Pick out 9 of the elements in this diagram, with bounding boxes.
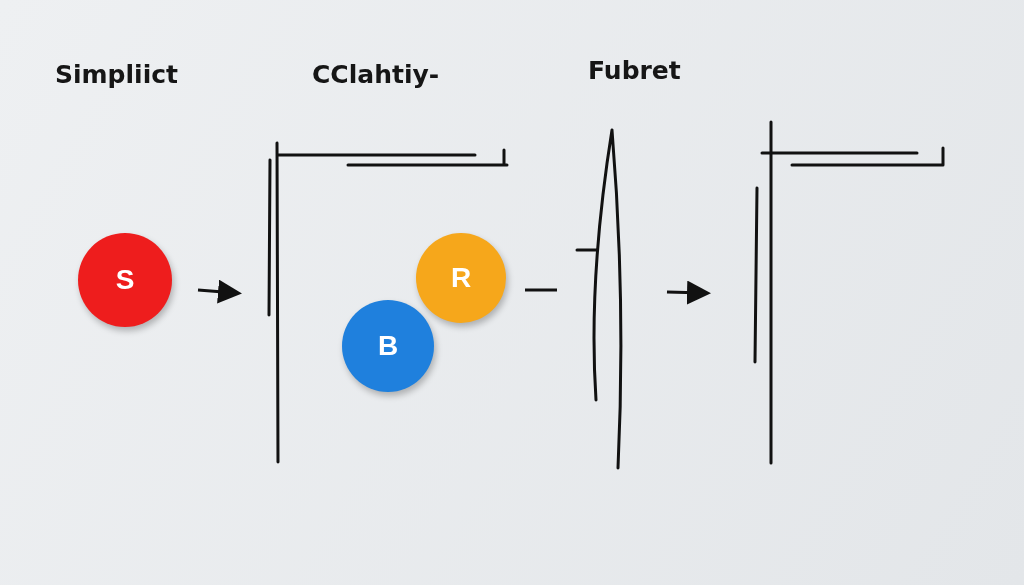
circle-token xyxy=(416,233,506,323)
token-letter: B xyxy=(377,330,399,362)
circle-token xyxy=(342,300,434,392)
heading-text: Simpliict xyxy=(55,60,178,89)
heading-text: CClahtiy- xyxy=(312,60,440,89)
token-letter: R xyxy=(450,262,472,294)
token-letter: S xyxy=(115,264,135,296)
heading-text: Fubret xyxy=(588,56,681,85)
circle-token xyxy=(78,233,172,327)
